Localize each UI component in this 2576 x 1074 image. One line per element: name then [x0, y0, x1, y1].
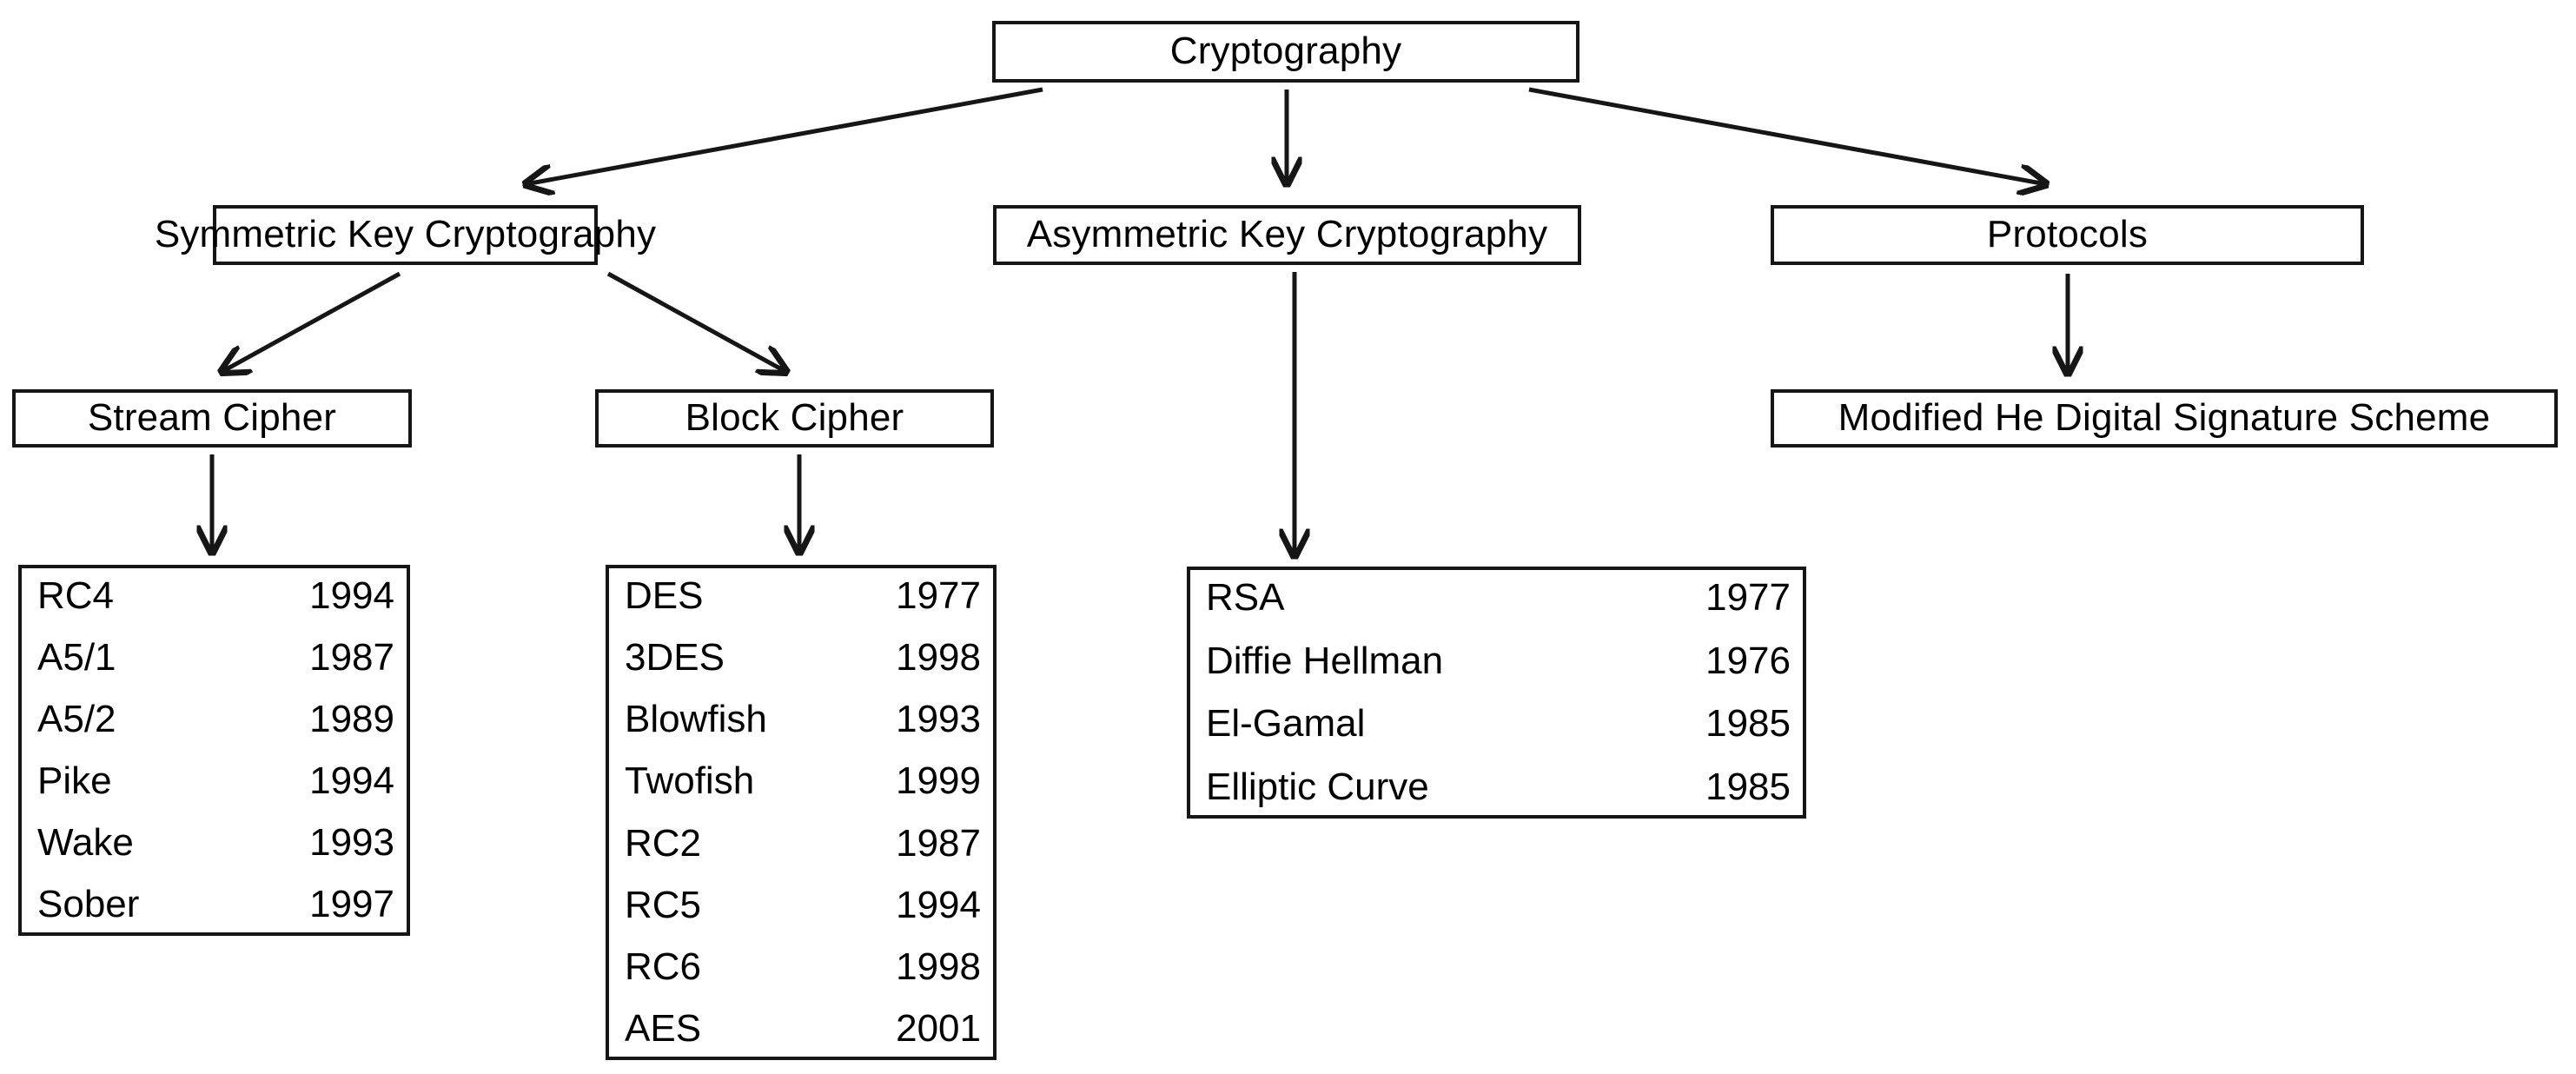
algorithm-row: RSA 1977 — [1206, 579, 1791, 617]
algorithm-name: 3DES — [625, 636, 725, 680]
algorithm-name: RC4 — [37, 574, 115, 617]
node-block-cipher[interactable]: Block Cipher — [595, 389, 994, 448]
algorithm-row: El-Gamal 1985 — [1206, 705, 1791, 743]
algorithm-name: Elliptic Curve — [1206, 765, 1429, 808]
algorithm-name: Sober — [37, 883, 140, 925]
node-symmetric-key-cryptography-label: Symmetric Key Cryptography — [154, 213, 657, 256]
algorithm-year: 1993 — [309, 821, 394, 864]
algorithm-name: Blowfish — [625, 698, 767, 741]
algorithm-year: 1994 — [309, 574, 394, 617]
node-cryptography-label: Cryptography — [1169, 30, 1402, 73]
node-symmetric-key-cryptography[interactable]: Symmetric Key Cryptography — [155, 205, 656, 265]
edge-symmetric-to-stream — [222, 271, 401, 372]
algorithm-row: Diffie Hellman 1976 — [1206, 639, 1791, 682]
algorithm-year: 1994 — [309, 759, 394, 802]
algorithm-name: DES — [625, 574, 704, 617]
algorithm-row: AES 2001 — [625, 1006, 981, 1050]
algorithm-name: Wake — [37, 821, 134, 864]
edge-root-to-protocols — [1528, 87, 2046, 184]
algorithm-name: A5/1 — [37, 636, 116, 679]
algorithm-name: A5/2 — [37, 698, 116, 740]
algorithm-year: 2001 — [896, 1006, 981, 1050]
node-protocols-label: Protocols — [1986, 213, 2149, 256]
algorithm-name: RSA — [1206, 576, 1285, 619]
node-stream-cipher[interactable]: Stream Cipher — [12, 389, 412, 448]
algorithm-year: 1977 — [1705, 576, 1791, 619]
algorithm-year: 1987 — [309, 636, 394, 679]
node-protocols[interactable]: Protocols — [1771, 205, 2364, 265]
algorithm-name: RC5 — [625, 883, 702, 926]
algorithm-row: Elliptic Curve 1985 — [1206, 765, 1791, 808]
algorithm-year: 1997 — [309, 883, 394, 925]
algorithm-year: 1993 — [896, 698, 981, 741]
node-block-cipher-label: Block Cipher — [685, 396, 904, 440]
algorithm-row: Twofish 1999 — [625, 762, 981, 800]
node-cryptography[interactable]: Cryptography — [992, 21, 1579, 83]
algorithm-year: 1994 — [896, 883, 981, 926]
algorithm-year: 1976 — [1705, 639, 1791, 682]
algorithm-row: RC6 1998 — [625, 945, 981, 988]
algorithm-name: Pike — [37, 759, 112, 802]
algorithm-name: RC2 — [625, 821, 702, 865]
algorithm-year: 1977 — [896, 574, 981, 617]
algorithm-row: RC5 1994 — [625, 883, 981, 926]
node-modified-he-digital-signature-scheme[interactable]: Modified He Digital Signature Scheme — [1771, 389, 2558, 448]
algorithm-year: 1985 — [1705, 765, 1791, 808]
algorithm-name: RC6 — [625, 945, 702, 988]
algorithm-name: Diffie Hellman — [1206, 639, 1444, 682]
algorithm-row: A5/2 1989 — [37, 700, 394, 739]
node-stream-cipher-label: Stream Cipher — [87, 396, 337, 440]
algorithm-year: 1998 — [896, 945, 981, 988]
algorithm-row: Wake 1993 — [37, 824, 394, 862]
node-asymmetric-key-cryptography-label: Asymmetric Key Cryptography — [1026, 213, 1548, 256]
algorithm-row: DES 1977 — [625, 577, 981, 615]
algorithm-row: 3DES 1998 — [625, 639, 981, 677]
algorithm-row: Blowfish 1993 — [625, 700, 981, 739]
algorithm-year: 1987 — [896, 821, 981, 865]
algorithm-row: RC2 1987 — [625, 821, 981, 865]
node-modified-he-digital-signature-scheme-label: Modified He Digital Signature Scheme — [1838, 396, 2491, 440]
algorithm-row: RC4 1994 — [37, 577, 394, 615]
algorithm-name: Twofish — [625, 759, 755, 803]
algorithm-year: 1998 — [896, 636, 981, 680]
edge-root-to-symmetric — [526, 87, 1043, 184]
algorithm-row: Sober 1997 — [37, 885, 394, 924]
algorithm-year: 1989 — [309, 698, 394, 740]
node-asymmetric-key-cryptography[interactable]: Asymmetric Key Cryptography — [993, 205, 1581, 265]
algorithm-row: Pike 1994 — [37, 762, 394, 800]
algorithm-year: 1985 — [1705, 702, 1791, 746]
algorithm-year: 1999 — [896, 759, 981, 803]
edge-symmetric-to-block — [606, 271, 786, 372]
algorithm-name: AES — [625, 1006, 702, 1050]
algorithm-row: A5/1 1987 — [37, 639, 394, 677]
algorithm-name: El-Gamal — [1206, 702, 1366, 746]
